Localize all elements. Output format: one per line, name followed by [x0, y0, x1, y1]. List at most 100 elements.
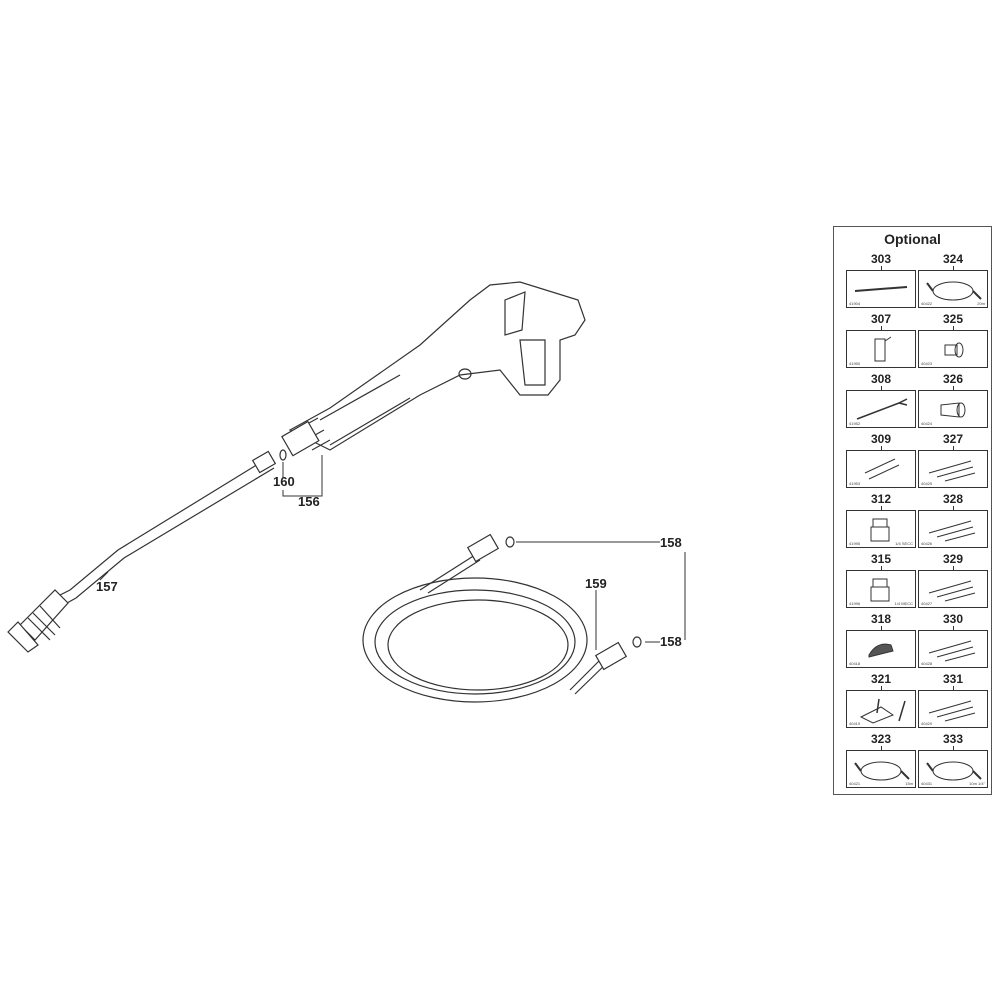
item-number: 328	[942, 492, 964, 506]
leader-line	[880, 266, 882, 270]
item-number: 331	[942, 672, 964, 686]
part-label-160: 160	[273, 474, 295, 489]
item-note: 1/4 SECC	[895, 541, 913, 546]
nozzle-set-icon	[928, 520, 976, 542]
leader-line	[880, 746, 882, 750]
item-image: 40423	[918, 330, 988, 368]
item-code: 41996	[849, 601, 861, 606]
item-number: 318	[870, 612, 892, 626]
item-number: 325	[942, 312, 964, 326]
item-image: 41953	[846, 450, 916, 488]
surface-cleaner-icon	[859, 698, 906, 724]
item-note: 20m	[977, 301, 985, 306]
item-code: 40420	[921, 721, 933, 726]
item-image: 41904	[846, 270, 916, 308]
leader-line	[952, 686, 954, 690]
optional-item-326: 326 40424	[918, 373, 988, 428]
leader-line	[952, 626, 954, 630]
item-code: 41995	[849, 541, 861, 546]
hose-icon	[926, 761, 982, 781]
optional-item-309: 309 41953	[846, 433, 916, 488]
nozzle-set-icon	[928, 640, 976, 662]
item-number: 308	[870, 372, 892, 386]
item-code: 40425	[921, 481, 933, 486]
optional-item-328: 328 40426	[918, 493, 988, 548]
leader-line	[952, 326, 954, 330]
rotary-nozzle-icon	[940, 402, 966, 418]
item-number: 330	[942, 612, 964, 626]
item-code: 40422	[921, 301, 933, 306]
leader-line	[952, 446, 954, 450]
item-code: 41904	[849, 301, 861, 306]
item-image: 40420	[918, 690, 988, 728]
leader-line	[952, 566, 954, 570]
item-image: 40419	[846, 690, 916, 728]
optional-item-312: 312 41995 1/4 SECC	[846, 493, 916, 548]
item-number: 307	[870, 312, 892, 326]
item-image: 40424	[918, 390, 988, 428]
item-code: 40423	[921, 361, 933, 366]
item-number: 309	[870, 432, 892, 446]
item-number: 324	[942, 252, 964, 266]
item-image: 40425	[918, 450, 988, 488]
o-ring-160	[279, 449, 287, 461]
leader-line	[880, 506, 882, 510]
o-ring-158	[505, 536, 642, 648]
item-image: 40422 20m	[918, 270, 988, 308]
part-label-156: 156	[298, 494, 320, 509]
spray-gun-drawing	[281, 281, 586, 457]
lance-extension-icon	[854, 286, 908, 292]
optional-item-331: 331 40420	[918, 673, 988, 728]
nozzle-set-icon	[928, 580, 976, 602]
leader-line	[952, 506, 954, 510]
optional-item-324: 324 40422 20m	[918, 253, 988, 308]
leader-line	[952, 746, 954, 750]
item-code: 40418	[849, 661, 861, 666]
optional-title: Optional	[884, 231, 941, 247]
item-code: 40419	[849, 721, 861, 726]
item-number: 333	[942, 732, 964, 746]
lance-drawing	[7, 450, 277, 653]
item-code: 40431	[921, 781, 933, 786]
nozzle-fitting-icon	[870, 518, 890, 542]
item-image: 40431 10m 1/4"	[918, 750, 988, 788]
part-label-159: 159	[585, 576, 607, 591]
item-number: 312	[870, 492, 892, 506]
nozzle-set-icon	[928, 700, 976, 722]
part-label-157: 157	[96, 579, 118, 594]
optional-item-318: 318 40418	[846, 613, 916, 668]
item-number: 326	[942, 372, 964, 386]
optional-item-308: 308 41952	[846, 373, 916, 428]
item-note: 15m	[905, 781, 913, 786]
item-image: 41952	[846, 390, 916, 428]
item-note: 10m 1/4"	[969, 781, 985, 786]
item-image: 40426	[918, 510, 988, 548]
item-image: 40418	[846, 630, 916, 668]
leader-line	[952, 386, 954, 390]
item-number: 315	[870, 552, 892, 566]
optional-item-333: 333 40431 10m 1/4"	[918, 733, 988, 788]
leader-line	[880, 566, 882, 570]
item-number: 303	[870, 252, 892, 266]
leader-line	[880, 386, 882, 390]
leader-line	[880, 686, 882, 690]
item-number: 327	[942, 432, 964, 446]
part-label-158-bottom: 158	[660, 634, 682, 649]
optional-item-303: 303 41904	[846, 253, 916, 308]
item-code: 40427	[921, 601, 933, 606]
item-code: 40426	[921, 541, 933, 546]
leader-line	[880, 326, 882, 330]
optional-item-327: 327 40425	[918, 433, 988, 488]
item-code: 41953	[849, 481, 861, 486]
hose-icon	[854, 761, 910, 781]
hose-drawing	[362, 533, 628, 703]
